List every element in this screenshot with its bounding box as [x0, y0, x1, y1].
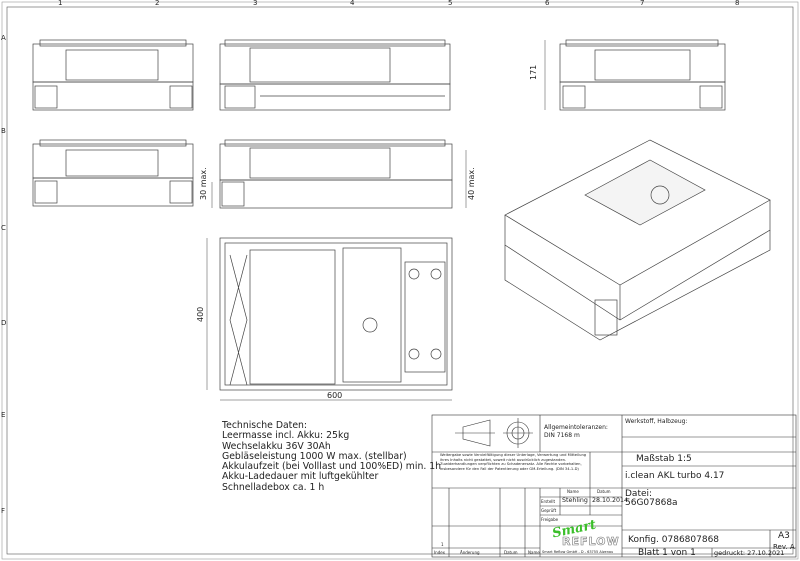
column-label: 5 — [448, 0, 453, 7]
rear-view — [32, 139, 194, 207]
rev-header-change: Änderung — [460, 550, 480, 555]
tech-data: Technische Daten: Leermasse incl. Akku: … — [222, 420, 442, 493]
row-release: Freigabe — [541, 517, 559, 522]
column-label: 7 — [640, 0, 645, 7]
configuration: Konfig. 0786807868 — [628, 535, 720, 545]
row-checked: Geprüft — [541, 508, 557, 513]
company-address: Smart Reflow GmbH - D - 63755 Alzenau — [542, 550, 614, 554]
created-date: 28.10.2014 — [592, 497, 629, 504]
dimension-30-max: 30 max. — [199, 167, 208, 200]
row-label: C — [1, 224, 6, 232]
row-created: Erstellt — [541, 499, 556, 504]
material-label: Werkstoff, Halbzeug: — [625, 418, 688, 425]
copyright-notice: Weitergabe sowie Vervielfältigung dieser… — [440, 453, 587, 471]
front-view-right — [544, 39, 726, 111]
file-label: Datei: — [625, 489, 653, 499]
col-date: Datum — [597, 489, 611, 494]
column-label: 1 — [58, 0, 63, 7]
column-label: 3 — [253, 0, 258, 7]
scale: Maßstab 1:5 — [636, 454, 692, 464]
file-number: 56G07868a — [625, 498, 678, 508]
tech-data-line: Akkulaufzeit (bei Volllast und 100%ED) m… — [222, 461, 442, 473]
column-label: 8 — [735, 0, 740, 7]
dimension-171: 171 — [529, 64, 538, 80]
tech-data-line: Wechselakku 36V 30Ah — [222, 440, 331, 452]
row-label: A — [1, 34, 6, 42]
rev-header-name: Name — [528, 550, 540, 555]
tech-data-line: Schnelladebox ca. 1 h — [222, 481, 325, 493]
tech-data-line: Leermasse incl. Akku: 25kg — [222, 430, 350, 442]
side-view-bottom — [211, 139, 467, 209]
row-label: B — [1, 127, 6, 135]
created-by: Stehling — [562, 497, 588, 504]
tech-data-line: Gebläseleistung 1000 W max. (stellbar) — [222, 450, 407, 462]
side-view-top — [219, 39, 451, 111]
print-date: gedruckt: 27.10.2021 — [714, 549, 785, 557]
title-block-grid — [431, 414, 797, 558]
row-label: E — [1, 411, 6, 419]
tech-data-title: Technische Daten: — [222, 420, 308, 431]
front-view-left — [32, 39, 194, 111]
rev-header-date: Datum — [504, 550, 518, 555]
dimension-600: 600 — [327, 391, 343, 400]
rev-header-index: Index — [434, 550, 446, 555]
column-label: 2 — [155, 0, 160, 7]
column-label: 4 — [350, 0, 355, 7]
row-label: D — [1, 319, 7, 327]
product-name: i.clean AKL turbo 4.17 — [625, 471, 725, 481]
dimension-400: 400 — [196, 306, 205, 322]
column-label: 6 — [545, 0, 550, 7]
revision-index: 1 — [441, 542, 444, 547]
logo-word: REFLOW — [562, 535, 620, 548]
tolerances-standard: DIN 7168 m — [544, 432, 580, 439]
tech-data-line: Akku-Ladedauer mit luftgekühlter — [222, 471, 379, 483]
sheet-format: A3 — [778, 531, 790, 541]
isometric-view — [504, 139, 771, 341]
dimension-40-max: 40 max. — [467, 167, 476, 200]
plan-view — [206, 237, 453, 401]
col-name: Name — [567, 489, 579, 494]
frame-border — [6, 6, 794, 555]
row-label: F — [1, 507, 6, 515]
revision: Rev. A — [773, 543, 795, 551]
tolerances-label: Allgemeintoleranzen: — [544, 424, 608, 431]
sheet-number: Blatt 1 von 1 — [638, 548, 696, 558]
